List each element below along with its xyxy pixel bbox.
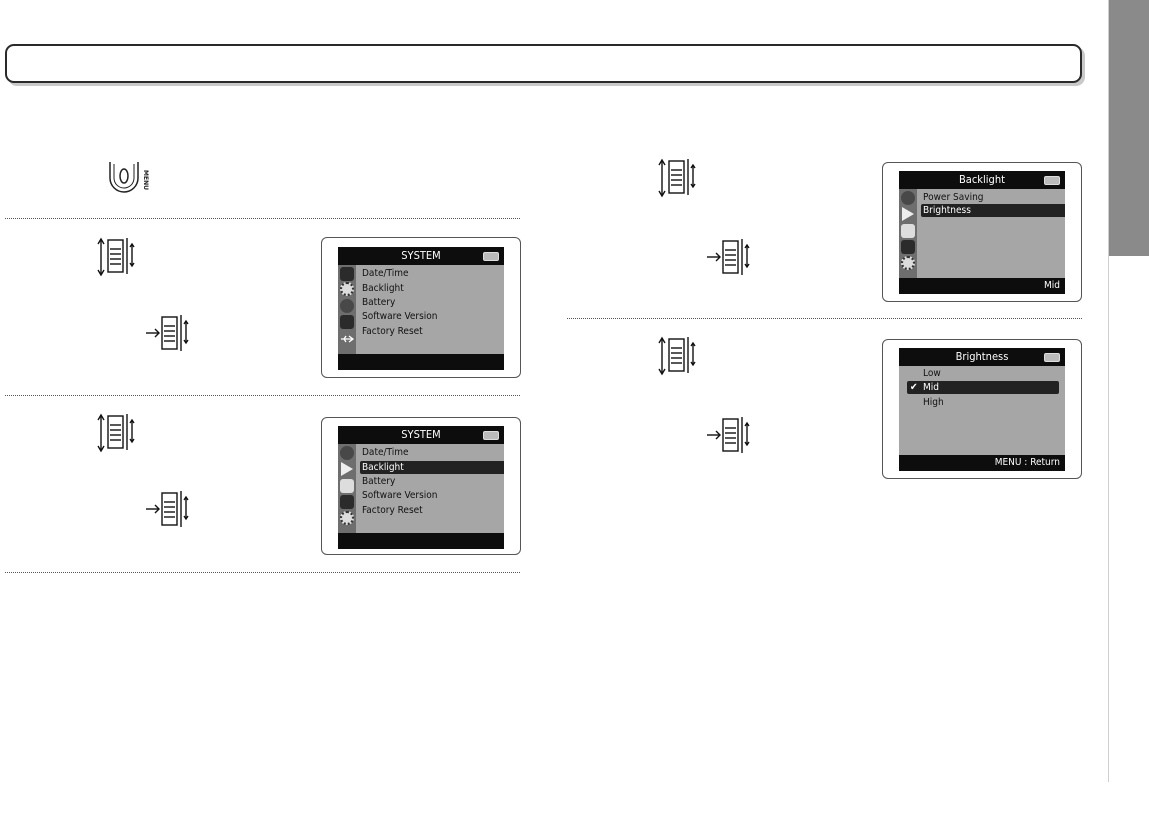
lcd-icon-sidebar <box>338 444 356 533</box>
globe-icon <box>340 299 354 313</box>
lcd-title: SYSTEM <box>338 247 504 265</box>
menu-item[interactable]: Date/Time <box>362 447 409 458</box>
info-icon <box>340 267 354 281</box>
battery-icon <box>483 431 499 440</box>
scroll-dial-icon <box>657 157 701 199</box>
lcd-footer-value: Mid <box>899 278 1065 294</box>
menu-item[interactable]: Factory Reset <box>362 505 423 516</box>
step-divider <box>5 395 520 396</box>
lcd-footer <box>338 354 504 370</box>
lcd-footer-hint: MENU : Return <box>899 455 1065 471</box>
lcd-screen-brightness: Brightness Low Mid ✔ High MENU : Return <box>899 348 1065 471</box>
menu-item[interactable]: Date/Time <box>362 268 409 279</box>
battery-icon <box>1044 176 1060 185</box>
device-screen-frame: SYSTEM Date/Time Backlight Battery Softw… <box>321 237 521 378</box>
option-item-selected[interactable]: Mid <box>907 381 1059 394</box>
option-item[interactable]: Low <box>923 368 941 379</box>
step-divider <box>5 572 520 573</box>
press-dial-icon <box>144 489 192 529</box>
step-divider <box>5 218 520 219</box>
scroll-dial-icon <box>96 412 140 454</box>
usb-icon <box>340 331 355 345</box>
lcd-icon-sidebar <box>899 189 917 278</box>
menu-item[interactable]: Software Version <box>362 311 438 322</box>
press-dial-icon <box>705 415 753 455</box>
info-icon <box>901 240 915 254</box>
menu-item[interactable]: Software Version <box>362 490 438 501</box>
press-dial-icon <box>144 313 192 353</box>
side-rule <box>1108 0 1109 782</box>
lcd-title: Brightness <box>899 348 1065 366</box>
play-icon <box>902 207 914 221</box>
step-divider <box>567 318 1082 319</box>
menu-item-selected[interactable]: Brightness <box>921 204 1065 217</box>
lcd-title: Backlight <box>899 171 1065 189</box>
side-tab <box>1109 0 1149 256</box>
menu-button-icon[interactable]: MENU <box>106 160 150 200</box>
gear-icon <box>340 282 354 296</box>
lcd-screen-system-1: SYSTEM Date/Time Backlight Battery Softw… <box>338 247 504 370</box>
press-dial-icon <box>705 237 753 277</box>
option-item[interactable]: High <box>923 397 944 408</box>
menu-item[interactable]: Battery <box>362 476 396 487</box>
battery-icon <box>1044 353 1060 362</box>
menu-item[interactable]: Backlight <box>362 283 404 294</box>
menu-item-selected[interactable]: Backlight <box>360 461 504 474</box>
lcd-icon-sidebar <box>338 265 356 354</box>
section-title-bar <box>5 44 1082 83</box>
menu-item[interactable]: Battery <box>362 297 396 308</box>
lcd-screen-backlight: Backlight Power Saving Brightness Mid <box>899 171 1065 294</box>
scroll-dial-icon <box>657 335 701 377</box>
battery-icon <box>483 252 499 261</box>
lcd-title: SYSTEM <box>338 426 504 444</box>
record-icon <box>340 446 354 460</box>
checkmark-icon: ✔ <box>910 382 918 393</box>
info-icon <box>340 495 354 509</box>
gear-icon <box>340 511 354 525</box>
music-icon <box>340 479 354 493</box>
lcd-footer <box>338 533 504 549</box>
play-icon <box>341 462 353 476</box>
gear-icon <box>901 256 915 270</box>
sd-icon <box>340 315 354 329</box>
menu-item[interactable]: Factory Reset <box>362 326 423 337</box>
record-icon <box>901 191 915 205</box>
menu-button-label: MENU <box>142 170 149 190</box>
device-screen-frame: Brightness Low Mid ✔ High MENU : Return <box>882 339 1082 479</box>
scroll-dial-icon <box>96 236 140 278</box>
device-screen-frame: Backlight Power Saving Brightness Mid <box>882 162 1082 302</box>
music-icon <box>901 224 915 238</box>
device-screen-frame: SYSTEM Date/Time Backlight Battery Softw… <box>321 417 521 555</box>
menu-item[interactable]: Power Saving <box>923 192 984 203</box>
lcd-screen-system-2: SYSTEM Date/Time Backlight Battery Softw… <box>338 426 504 549</box>
